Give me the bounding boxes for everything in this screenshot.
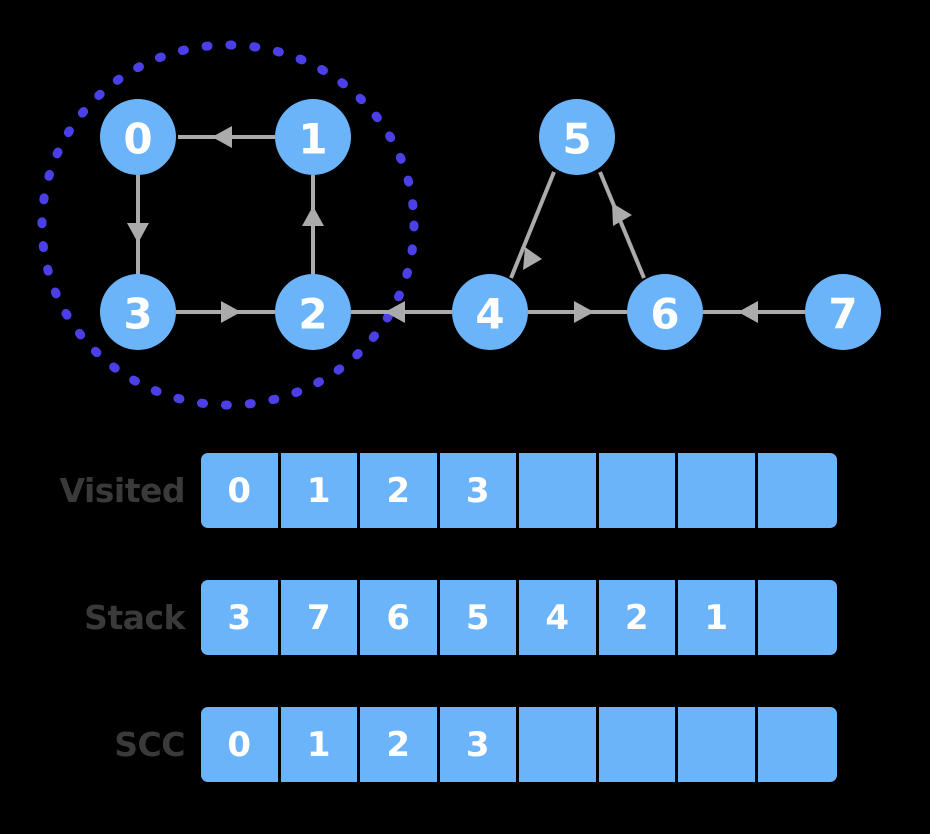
array-cell[interactable] bbox=[757, 707, 837, 782]
edge-6-5-arrow bbox=[612, 203, 632, 226]
array-cell[interactable]: 0 bbox=[201, 453, 281, 528]
array-cell[interactable] bbox=[598, 707, 678, 782]
edge-5-4-arrow bbox=[523, 247, 542, 270]
array-row-stack: Stack 3 7 6 5 4 2 1 bbox=[0, 580, 930, 655]
array-cell[interactable]: 1 bbox=[678, 580, 758, 655]
array-cell[interactable]: 0 bbox=[201, 707, 281, 782]
array-cells-scc: 0 1 2 3 bbox=[201, 707, 837, 782]
array-cell[interactable] bbox=[678, 707, 758, 782]
array-cell[interactable]: 7 bbox=[280, 580, 360, 655]
array-cell[interactable]: 3 bbox=[439, 707, 519, 782]
edge-7-6-arrow bbox=[738, 301, 758, 323]
array-cell[interactable]: 2 bbox=[360, 707, 440, 782]
node-label-1: 1 bbox=[298, 115, 327, 164]
arrays-panel: Visited 0 1 2 3 Stack 3 7 6 5 4 2 1 bbox=[0, 430, 930, 834]
node-circle-2[interactable] bbox=[275, 274, 351, 350]
array-label-stack: Stack bbox=[84, 598, 185, 637]
node-label-7: 7 bbox=[828, 290, 857, 339]
array-row-visited: Visited 0 1 2 3 bbox=[0, 453, 930, 528]
array-cells-stack: 3 7 6 5 4 2 1 bbox=[201, 580, 837, 655]
array-cell[interactable] bbox=[519, 453, 599, 528]
node-label-2: 2 bbox=[298, 290, 327, 339]
graph-panel: 0 1 2 3 4 bbox=[37, 40, 881, 410]
array-cell[interactable]: 5 bbox=[439, 580, 519, 655]
array-cell[interactable]: 2 bbox=[598, 580, 678, 655]
graph-node-6[interactable]: 6 bbox=[627, 274, 703, 350]
edge-6-5 bbox=[598, 171, 646, 279]
node-circle-0[interactable] bbox=[100, 99, 176, 175]
node-circle-6[interactable] bbox=[627, 274, 703, 350]
node-circle-1[interactable] bbox=[275, 99, 351, 175]
edge-0-3-arrow bbox=[127, 223, 149, 243]
array-cell[interactable]: 3 bbox=[439, 453, 519, 528]
graph-node-0[interactable]: 0 bbox=[100, 99, 176, 175]
array-label-visited: Visited bbox=[59, 471, 185, 510]
edge-4-6-arrow bbox=[574, 301, 594, 323]
scc-highlight-circle bbox=[37, 40, 419, 410]
graph-node-3[interactable]: 3 bbox=[100, 274, 176, 350]
array-cell[interactable]: 4 bbox=[519, 580, 599, 655]
array-cell[interactable] bbox=[598, 453, 678, 528]
graph-node-2[interactable]: 2 bbox=[275, 274, 351, 350]
graph-node-7[interactable]: 7 bbox=[805, 274, 881, 350]
edge-1-0-arrow bbox=[212, 126, 232, 148]
array-label-scc: SCC bbox=[114, 725, 185, 764]
edge-4-2-arrow bbox=[385, 301, 405, 323]
array-row-scc: SCC 0 1 2 3 bbox=[0, 707, 930, 782]
array-cell[interactable]: 6 bbox=[360, 580, 440, 655]
node-circle-5[interactable] bbox=[539, 99, 615, 175]
node-label-5: 5 bbox=[562, 115, 591, 164]
edge-2-1-arrow bbox=[302, 206, 324, 226]
edge-5-4 bbox=[509, 171, 556, 279]
node-circle-7[interactable] bbox=[805, 274, 881, 350]
graph-node-4[interactable]: 4 bbox=[452, 274, 528, 350]
array-cell[interactable]: 1 bbox=[280, 453, 360, 528]
graph-edges bbox=[127, 126, 805, 323]
graph-node-5[interactable]: 5 bbox=[539, 99, 615, 175]
node-label-4: 4 bbox=[475, 290, 504, 339]
array-cell[interactable]: 3 bbox=[201, 580, 281, 655]
edge-3-2-arrow bbox=[221, 301, 241, 323]
array-cell[interactable]: 2 bbox=[360, 453, 440, 528]
node-circle-3[interactable] bbox=[100, 274, 176, 350]
node-label-6: 6 bbox=[650, 290, 679, 339]
array-cell[interactable] bbox=[678, 453, 758, 528]
graph-canvas: 0 1 2 3 4 bbox=[37, 40, 881, 410]
array-cell[interactable] bbox=[519, 707, 599, 782]
graph-node-1[interactable]: 1 bbox=[275, 99, 351, 175]
node-label-0: 0 bbox=[123, 115, 152, 164]
array-cell[interactable] bbox=[757, 453, 837, 528]
graph-nodes: 0 1 2 3 4 bbox=[100, 99, 881, 350]
node-label-3: 3 bbox=[123, 290, 152, 339]
node-circle-4[interactable] bbox=[452, 274, 528, 350]
array-cell[interactable]: 1 bbox=[280, 707, 360, 782]
array-cells-visited: 0 1 2 3 bbox=[201, 453, 837, 528]
array-cell[interactable] bbox=[757, 580, 837, 655]
